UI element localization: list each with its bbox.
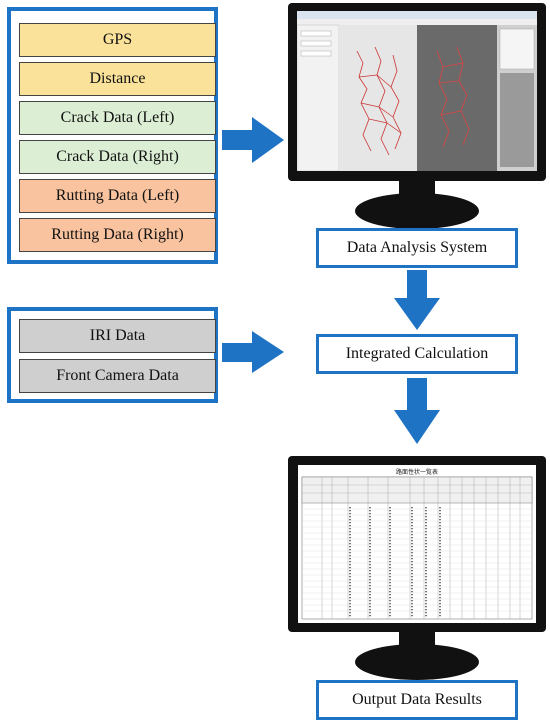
- output-monitor-icon: 路面性状一覧表: [288, 456, 546, 680]
- sheet-title: 路面性状一覧表: [395, 469, 438, 476]
- spreadsheet-image: 路面性状一覧表: [298, 465, 536, 623]
- arrow-right-icon: [222, 331, 284, 373]
- rutting-left-item: Rutting Data (Left): [19, 179, 216, 213]
- data-analysis-system-box: Data Analysis System: [316, 228, 518, 268]
- iri-item: IRI Data: [19, 319, 216, 353]
- arrow-down-icon: [394, 378, 440, 444]
- sensor-data-group: GPS Distance Crack Data (Left) Crack Dat…: [7, 7, 218, 264]
- rutting-right-item: Rutting Data (Right): [19, 218, 216, 252]
- output-data-results-box: Output Data Results: [316, 680, 518, 720]
- crack-right-item: Crack Data (Right): [19, 140, 216, 174]
- front-camera-item: Front Camera Data: [19, 359, 216, 393]
- crack-map-image: [297, 11, 537, 171]
- integrated-calculation-box: Integrated Calculation: [316, 334, 518, 374]
- gps-item: GPS: [19, 23, 216, 57]
- arrow-right-icon: [222, 117, 284, 163]
- crack-left-item: Crack Data (Left): [19, 101, 216, 135]
- arrow-down-icon: [394, 270, 440, 330]
- analysis-monitor-icon: [288, 3, 546, 229]
- distance-item: Distance: [19, 62, 216, 96]
- extra-data-group: IRI Data Front Camera Data: [7, 307, 218, 403]
